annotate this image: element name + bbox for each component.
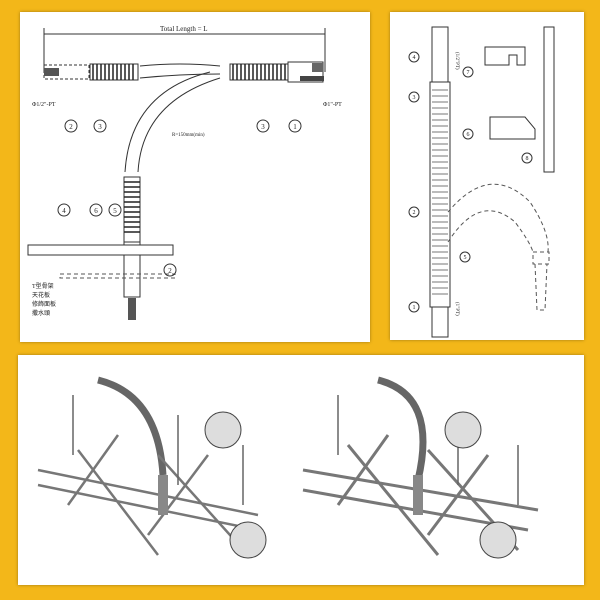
callout-8: 8 bbox=[526, 156, 529, 162]
callout-3: 3 bbox=[413, 95, 416, 101]
callout-6: 6 bbox=[94, 207, 98, 215]
legend-t-frame: T型骨架 bbox=[32, 282, 54, 290]
callout-3: 3 bbox=[98, 123, 102, 131]
legend-ceiling: 天花板 bbox=[32, 291, 50, 299]
callout-1: 1 bbox=[293, 123, 297, 131]
callout-7: 7 bbox=[467, 70, 470, 76]
component-svg: 4 3 2 5 1 7 6 8 (1/2"PT) (1"PT) bbox=[408, 26, 555, 338]
callout-5: 5 bbox=[113, 207, 117, 215]
corrugated-section-right bbox=[229, 63, 289, 81]
callout-1: 1 bbox=[413, 305, 416, 311]
left-thread-label: Φ1/2"-PT bbox=[32, 102, 56, 108]
callout-4: 4 bbox=[62, 207, 66, 215]
installation-svg bbox=[37, 376, 539, 559]
callout-6: 6 bbox=[467, 132, 470, 138]
callout-5: 5 bbox=[464, 255, 467, 261]
callout-2b: 2 bbox=[168, 267, 172, 275]
ceiling-bar bbox=[27, 244, 174, 256]
legend-sprinkler: 撒水頭 bbox=[32, 309, 50, 317]
total-length-label: Total Length = L bbox=[160, 25, 208, 33]
top-thread-label: (1/2"PT) bbox=[454, 52, 459, 70]
installation-t-grid bbox=[37, 376, 267, 559]
hose-assembly-svg: Total Length = L R=150mm(min) Φ1/2"-PT Φ… bbox=[27, 25, 342, 320]
legend-trim-panel: 修飾面板 bbox=[32, 300, 56, 308]
rail-part bbox=[543, 26, 555, 173]
installation-h-grid bbox=[302, 376, 539, 559]
bottom-thread-label: (1"PT) bbox=[454, 302, 459, 316]
right-thread-label: Φ1"-PT bbox=[323, 102, 342, 108]
callout-2: 2 bbox=[69, 123, 73, 131]
callout-2: 2 bbox=[413, 210, 416, 216]
corrugated-section-left bbox=[89, 63, 139, 81]
component-drawing: 4 3 2 5 1 7 6 8 (1/2"PT) (1"PT) bbox=[390, 12, 584, 340]
radius-label: R=150mm(min) bbox=[172, 133, 205, 138]
callout-4: 4 bbox=[413, 55, 416, 61]
hose-assembly-drawing: Total Length = L R=150mm(min) Φ1/2"-PT Φ… bbox=[20, 12, 370, 342]
callout-3b: 3 bbox=[261, 123, 265, 131]
installation-illustrations bbox=[18, 355, 584, 585]
